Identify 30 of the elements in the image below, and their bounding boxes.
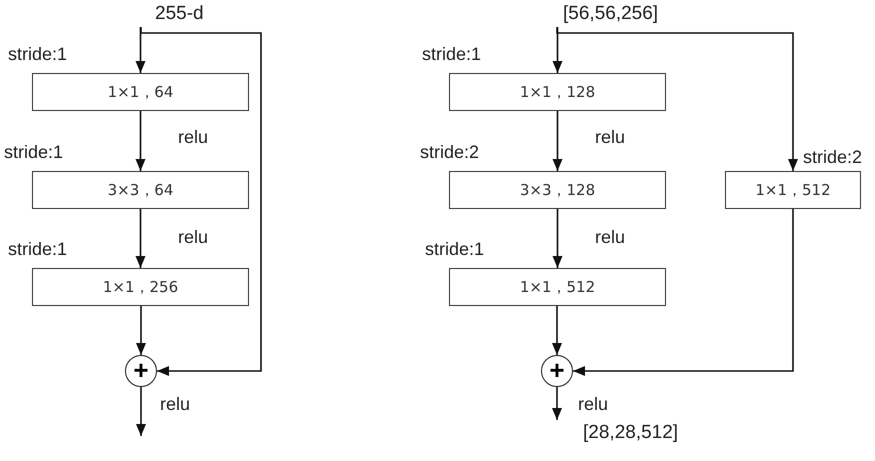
stride-label: stride:1 [425, 238, 484, 260]
shape-label: [28,28,512] [556, 420, 676, 446]
stride-label: stride:1 [4, 141, 64, 164]
layer-box: 1×1，512 [449, 268, 666, 306]
stride-label: stride:1 [8, 238, 68, 260]
arrow [552, 27, 562, 73]
arrow [552, 209, 562, 268]
layer-box: 3×3，128 [449, 171, 666, 209]
arrow [140, 27, 262, 376]
layer-box: 1×1，256 [32, 268, 249, 306]
layer-box: 1×1，64 [32, 73, 249, 111]
stride-label: stride:1 [422, 43, 482, 66]
arrow [552, 387, 562, 420]
shape-label: [56,56,256] [556, 1, 676, 27]
stride-label: stride:2 [803, 146, 862, 168]
layer-box: 1×1，128 [449, 73, 666, 111]
layer-box: 1×1，512 [725, 171, 861, 209]
stride-label: stride:2 [420, 141, 480, 164]
arrow [573, 209, 794, 376]
arrow [556, 27, 798, 171]
arrow [552, 306, 562, 355]
layer-box: 3×3，64 [32, 171, 249, 209]
arrow [136, 306, 146, 355]
arrow [136, 387, 146, 436]
stride-label: stride:1 [8, 43, 68, 66]
shape-label: 255-d [140, 1, 220, 27]
arrow [136, 27, 146, 73]
arrow [136, 209, 146, 268]
arrow [552, 111, 562, 171]
arrow [136, 111, 146, 171]
